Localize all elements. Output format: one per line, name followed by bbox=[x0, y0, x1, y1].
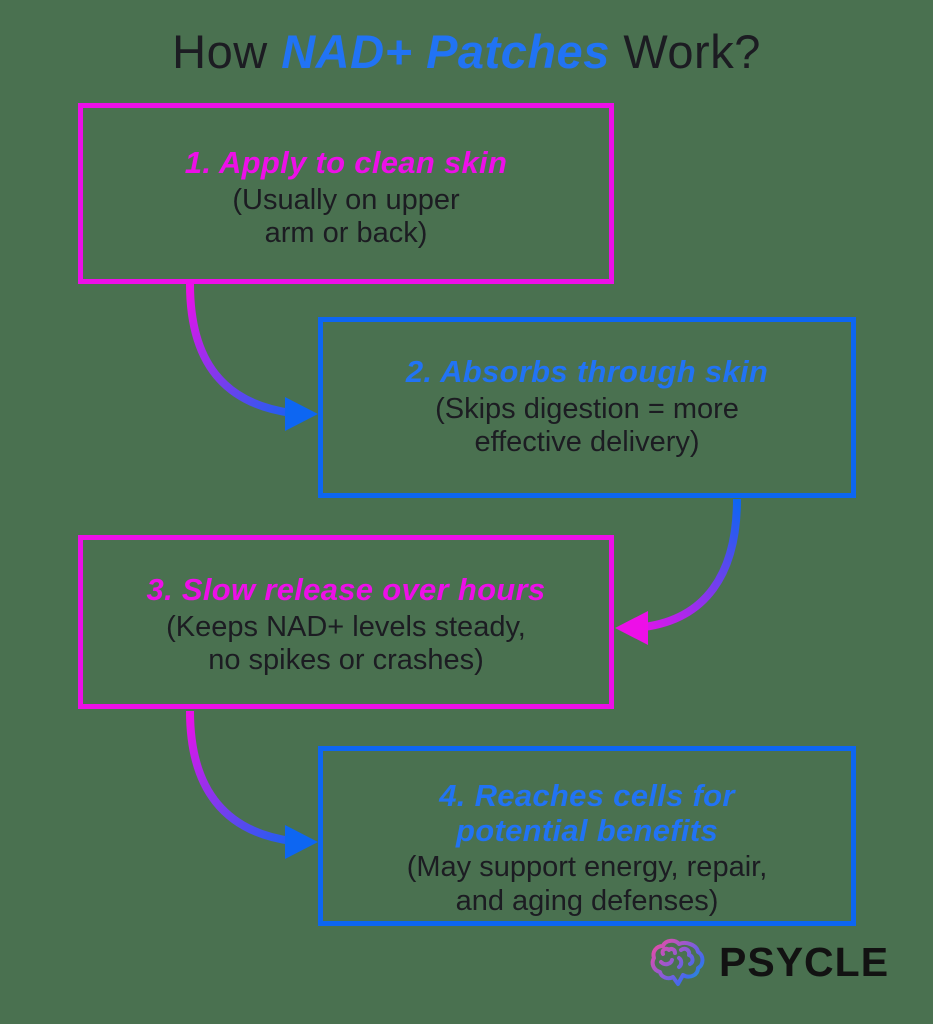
step-3-box: 3. Slow release over hours (Keeps NAD+ l… bbox=[78, 535, 614, 709]
page-title: How NAD+ Patches Work? bbox=[0, 24, 933, 79]
title-suffix: Work? bbox=[609, 25, 761, 78]
step-1-body-line-1: (Usually on upper bbox=[232, 183, 460, 216]
step-2-heading: 2. Absorbs through skin bbox=[405, 354, 769, 389]
brain-icon bbox=[650, 938, 705, 986]
step-3-heading: 3. Slow release over hours bbox=[146, 572, 546, 607]
step-1-box: 1. Apply to clean skin (Usually on upper… bbox=[78, 103, 614, 284]
step-4-heading: 4. Reaches cells for potential benefits bbox=[323, 778, 851, 848]
arrow-step2-to-step3 bbox=[615, 498, 741, 645]
logo-wordmark: PSYCLE bbox=[719, 938, 890, 985]
step-4-heading-line-1: 4. Reaches cells for bbox=[439, 778, 735, 813]
step-4-box: 4. Reaches cells for potential benefits … bbox=[318, 746, 856, 926]
step-2-body: (Skips digestion = more effective delive… bbox=[323, 393, 851, 460]
arrow-step1-to-step2 bbox=[186, 283, 318, 431]
step-1-heading: 1. Apply to clean skin bbox=[184, 145, 508, 180]
step-3-body-line-2: no spikes or crashes) bbox=[208, 644, 484, 677]
arrow-step3-to-step4 bbox=[186, 710, 318, 859]
title-prefix: How bbox=[172, 25, 282, 78]
step-4-heading-line-2: potential benefits bbox=[455, 812, 719, 848]
step-2-body-line-2: effective delivery) bbox=[474, 426, 700, 459]
psycle-logo: PSYCLE bbox=[648, 936, 889, 988]
step-1-body-line-2: arm or back) bbox=[264, 217, 428, 250]
title-highlight: NAD+ Patches bbox=[281, 25, 610, 78]
step-2-box: 2. Absorbs through skin (Skips digestion… bbox=[318, 317, 856, 498]
step-4-body-line-2: and aging defenses) bbox=[455, 884, 719, 917]
step-3-body: (Keeps NAD+ levels steady, no spikes or … bbox=[83, 611, 609, 678]
step-4-body-line-1: (May support energy, repair, bbox=[406, 851, 768, 884]
step-2-body-line-1: (Skips digestion = more bbox=[435, 392, 739, 425]
step-3-body-line-1: (Keeps NAD+ levels steady, bbox=[166, 610, 526, 643]
step-4-body: (May support energy, repair, and aging d… bbox=[323, 851, 851, 918]
step-1-body: (Usually on upper arm or back) bbox=[83, 184, 609, 251]
